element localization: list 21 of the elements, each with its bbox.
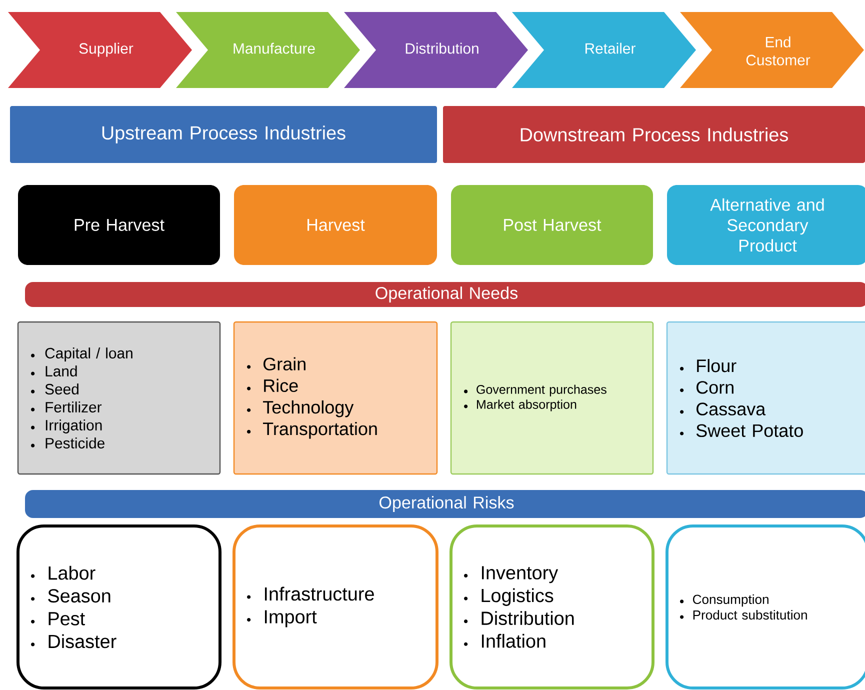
list-box: Infrastructure Import [232,524,438,690]
stage-box: Harvest [234,185,437,265]
heading-band: Operational Needs [25,282,865,307]
list-box: Inventory Logistics Distribution Inflation [450,524,654,690]
list-box: Flour Corn Cassava Sweet Potato [666,321,865,475]
heading-band: Operational Risks [25,490,865,518]
process-step: Manufacture [176,12,360,88]
stage-box: Pre Harvest [18,185,220,265]
process-step: Supplier [8,12,192,88]
heading-band: Downstream Process Industries [443,106,865,163]
list-box: Government purchases Market absorption [450,321,654,475]
list-box: Consumption Product substitution [666,524,865,690]
stage-box: Alternative and Secondary Product [667,185,865,265]
process-step: Retailer [512,12,696,88]
process-step: End Customer [680,12,864,88]
heading-band: Upstream Process Industries [10,106,437,163]
list-box: Grain Rice Technology Transportation [233,321,438,475]
list-box: Labor Season Pest Disaster [16,524,222,690]
process-step: Distribution [344,12,528,88]
list-box: Capital / loan Land Seed Fertilizer Irrigation Pesticide [17,321,221,475]
stage-box: Post Harvest [451,185,653,265]
